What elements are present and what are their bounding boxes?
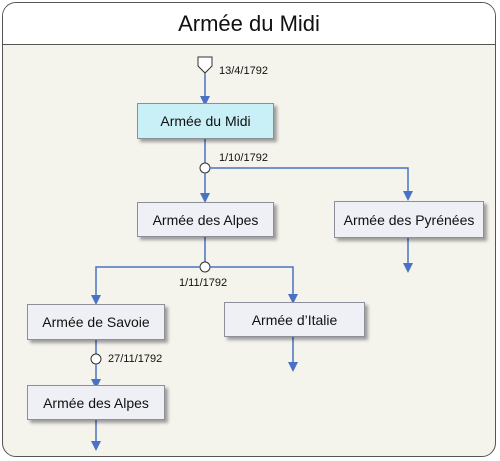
diagram-title: Armée du Midi bbox=[178, 10, 320, 36]
node-armee-de-savoie: Armée de Savoie bbox=[27, 304, 165, 340]
date-split2: 1/11/1792 bbox=[179, 277, 228, 289]
rename-junction bbox=[90, 353, 102, 365]
node-armee-des-alpes: Armée des Alpes bbox=[137, 202, 274, 237]
node-armee-des-alpes-2: Armée des Alpes bbox=[27, 385, 165, 420]
date-split1: 1/10/1792 bbox=[219, 152, 268, 164]
date-rename: 27/11/1792 bbox=[108, 353, 163, 365]
node-armee-d-italie: Armée d’Italie bbox=[224, 302, 365, 337]
node-armee-des-pyrenees: Armée des Pyrénées bbox=[334, 201, 484, 238]
edge-split2-italie bbox=[210, 266, 298, 304]
frame-header: Armée du Midi bbox=[3, 3, 495, 45]
date-start: 13/4/1792 bbox=[219, 65, 268, 77]
edge-split2-savoie bbox=[91, 266, 200, 305]
start-marker bbox=[197, 56, 213, 74]
split2-junction bbox=[199, 261, 211, 273]
edge-split1-pyrenees bbox=[210, 167, 413, 201]
split1-junction bbox=[199, 162, 211, 174]
node-armee-du-midi: Armée du Midi bbox=[137, 103, 274, 139]
